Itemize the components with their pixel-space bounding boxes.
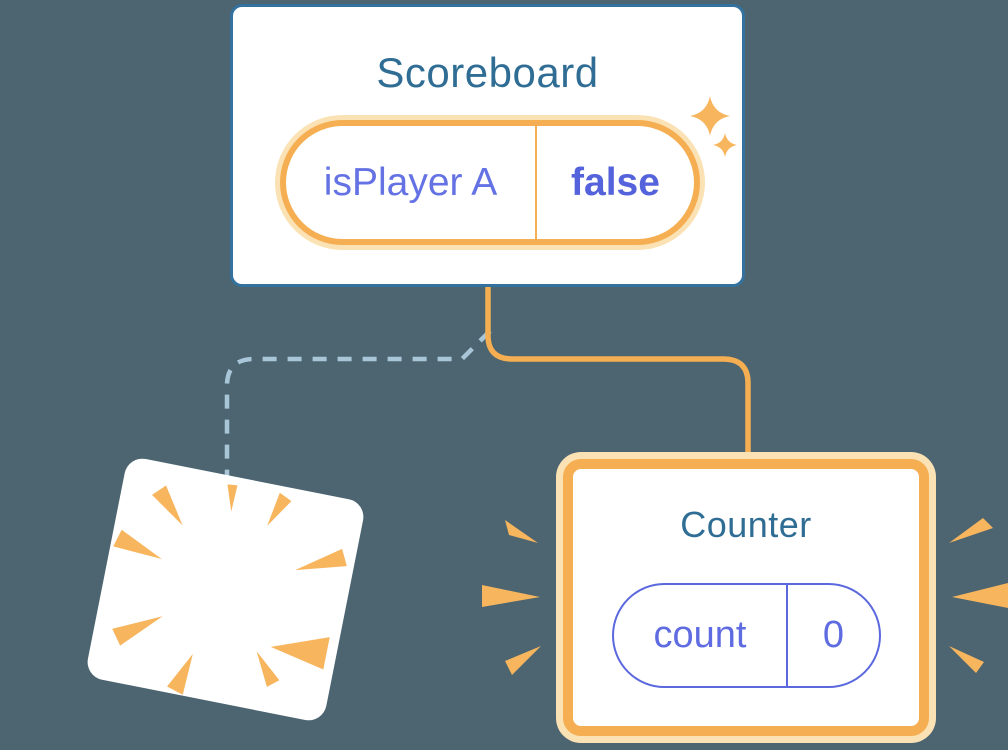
counter-state-key: count: [653, 614, 747, 656]
poof-ray: [295, 548, 347, 571]
poof-ray: [256, 651, 280, 687]
scoreboard-state-key: isPlayer A: [323, 160, 498, 204]
poof-ray: [113, 529, 162, 560]
emphasis-burst-right-icon: [949, 518, 1008, 673]
counter-component-card: Counter count 0: [563, 459, 929, 736]
poof-ray: [112, 616, 163, 646]
scoreboard-component-card: Scoreboard isPlayer A false: [230, 4, 745, 287]
pill-divider: [786, 585, 788, 686]
emphasis-ray: [949, 518, 993, 543]
solid-connector-line: [485, 282, 751, 458]
poof-ray: [227, 484, 238, 512]
emphasis-ray: [949, 646, 984, 673]
removed-component-card: [84, 455, 367, 724]
counter-title: Counter: [680, 504, 812, 545]
dashed-connector-line: [224, 329, 492, 484]
pill-divider: [535, 126, 537, 239]
emphasis-ray: [505, 520, 538, 543]
scoreboard-state-value: false: [571, 160, 660, 204]
emphasis-ray: [482, 585, 540, 607]
counter-state-pill: count 0: [612, 583, 881, 688]
emphasis-ray: [952, 583, 1008, 608]
poof-ray: [267, 492, 292, 526]
counter-state-value: 0: [822, 614, 845, 656]
scoreboard-title: Scoreboard: [376, 49, 599, 96]
scoreboard-state-pill: isPlayer A false: [280, 120, 700, 245]
poof-ray: [151, 485, 183, 526]
emphasis-burst-left-icon: [482, 520, 541, 675]
poof-ray: [270, 637, 330, 670]
emphasis-ray: [505, 646, 541, 675]
poof-ray: [167, 653, 193, 695]
poof-burst-icon: [112, 484, 347, 695]
